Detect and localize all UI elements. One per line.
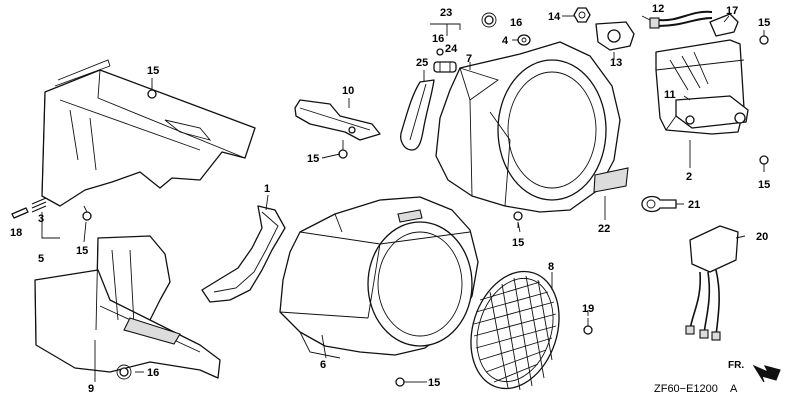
callout-5: 5 [38, 253, 44, 265]
spring-3[interactable] [31, 197, 47, 213]
callout-15: 15 [307, 153, 319, 165]
ignition-unit-20[interactable] [685, 225, 739, 341]
bolt-15-center[interactable] [513, 211, 523, 228]
bracket-10[interactable] [294, 99, 381, 141]
callout-14: 14 [548, 11, 561, 23]
callout-labels: 15 10 15 1 18 3 15 5 9 16 6 15 23 16 24 … [10, 3, 770, 395]
engine-switch[interactable] [595, 21, 635, 51]
callout-16: 16 [510, 17, 522, 29]
callout-22: 22 [598, 223, 610, 235]
hose-clip[interactable] [433, 61, 457, 73]
fan-screen[interactable] [457, 260, 574, 400]
figure-code-suffix: A [730, 383, 738, 395]
callout-12: 12 [652, 3, 664, 15]
callout-3: 3 [38, 213, 44, 225]
callout-4: 4 [502, 35, 509, 47]
bolt-16-top[interactable] [481, 12, 497, 28]
bolt-15-mid[interactable] [338, 140, 348, 159]
figure-code-text: ZF60−E1200 [654, 383, 718, 395]
bolt-18[interactable] [11, 207, 29, 219]
wire-harness-12[interactable] [649, 10, 713, 29]
figure-code: ZF60−E1200 A [654, 383, 738, 395]
grommet-4[interactable] [517, 34, 531, 46]
bolt-16-hose[interactable] [436, 48, 444, 56]
clamp-21[interactable] [641, 195, 677, 213]
lower-fan-cover[interactable] [279, 196, 479, 359]
callout-8: 8 [548, 261, 554, 273]
nut-14[interactable] [573, 7, 591, 23]
terminal-17[interactable] [709, 13, 739, 37]
callout-15: 15 [147, 65, 159, 77]
callout-15: 15 [758, 179, 770, 191]
callout-16: 16 [147, 367, 159, 379]
bolt-15-left[interactable] [82, 205, 92, 221]
callout-19: 19 [582, 303, 594, 315]
callout-17: 17 [726, 5, 738, 17]
callout-18: 18 [10, 227, 22, 239]
leader-lines [41, 15, 746, 383]
bolt-15-right-mid[interactable] [759, 155, 769, 172]
callout-15: 15 [512, 237, 524, 249]
control-box[interactable] [655, 39, 749, 135]
top-shroud[interactable] [41, 59, 256, 207]
callout-15: 15 [76, 245, 88, 257]
callout-11: 11 [664, 89, 676, 101]
callout-23: 23 [440, 7, 452, 19]
front-label: FR. [728, 360, 744, 371]
callout-25: 25 [416, 57, 428, 69]
callout-7: 7 [466, 53, 472, 65]
upper-fan-cover[interactable] [435, 41, 629, 213]
callout-9: 9 [88, 383, 94, 395]
callout-2: 2 [686, 171, 692, 183]
callout-20: 20 [756, 231, 768, 243]
duct-guide[interactable] [201, 205, 286, 303]
bottom-shroud[interactable] [34, 235, 221, 379]
callout-6: 6 [320, 359, 326, 371]
front-direction-indicator: FR. [728, 360, 781, 383]
callout-15: 15 [428, 377, 440, 389]
callout-24: 24 [445, 43, 458, 55]
callout-16: 16 [432, 33, 444, 45]
callout-1: 1 [264, 183, 270, 195]
callout-10: 10 [342, 85, 354, 97]
bolt-15-right-top[interactable] [759, 30, 769, 45]
callout-21: 21 [688, 199, 700, 211]
bolt-16-bottom[interactable] [116, 364, 132, 380]
bolt-19[interactable] [583, 318, 593, 335]
breather-hose[interactable] [400, 79, 435, 151]
callout-13: 13 [610, 57, 622, 69]
callout-15: 15 [758, 17, 770, 29]
bolt-15-bottom[interactable] [395, 377, 414, 387]
